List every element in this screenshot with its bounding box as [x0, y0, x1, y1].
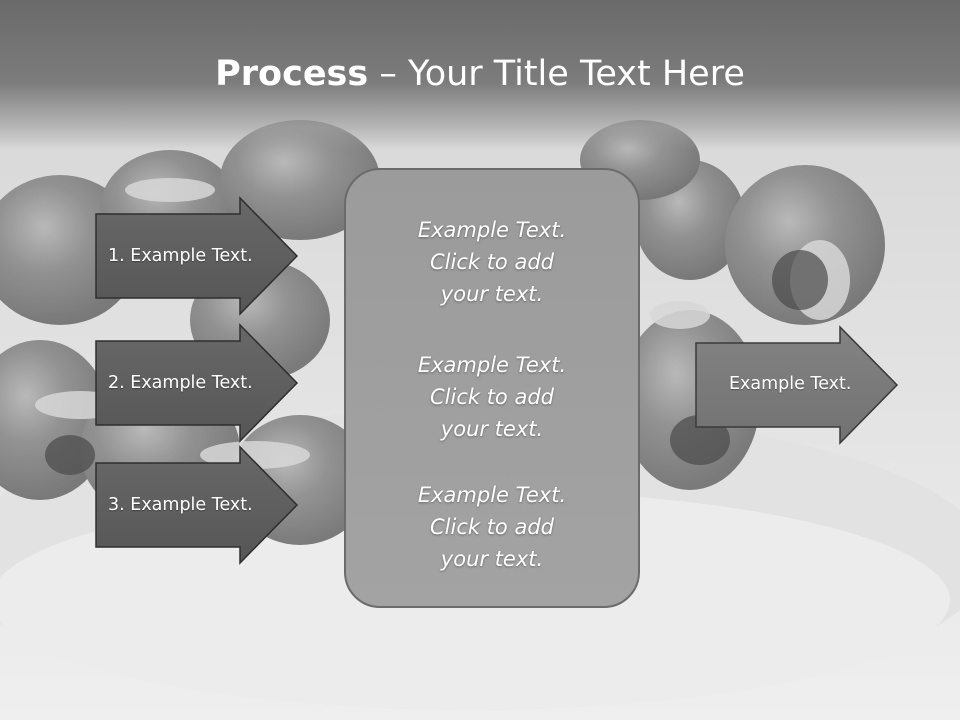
title-rest: – Your Title Text Here	[368, 54, 745, 94]
process-block-line: your text.	[440, 547, 544, 571]
process-block-line: your text.	[440, 282, 544, 306]
input-arrow-3[interactable]	[95, 445, 299, 565]
input-label-2[interactable]: 2. Example Text.	[108, 373, 253, 393]
input-arrow-1[interactable]	[95, 196, 299, 316]
slide-title[interactable]: Process – Your Title Text Here	[0, 52, 960, 96]
title-bold: Process	[215, 54, 369, 94]
process-block-1[interactable]: Example Text. Click to add your text.	[346, 214, 638, 310]
process-block-line: Click to add	[429, 515, 554, 539]
process-block-line: Click to add	[429, 250, 554, 274]
process-block-2[interactable]: Example Text. Click to add your text.	[346, 349, 638, 445]
input-label-3[interactable]: 3. Example Text.	[108, 495, 253, 515]
process-block-line: Example Text.	[417, 353, 567, 377]
process-box[interactable]: Example Text. Click to add your text. Ex…	[344, 168, 640, 608]
process-block-3[interactable]: Example Text. Click to add your text.	[346, 479, 638, 575]
input-label-1[interactable]: 1. Example Text.	[108, 246, 253, 266]
process-block-line: Click to add	[429, 385, 554, 409]
title-band	[0, 0, 960, 150]
process-block-line: Example Text.	[417, 218, 567, 242]
process-block-line: your text.	[440, 417, 544, 441]
input-arrow-2[interactable]	[95, 323, 299, 443]
output-label[interactable]: Example Text.	[729, 374, 852, 394]
output-arrow[interactable]	[695, 325, 899, 445]
process-block-line: Example Text.	[417, 483, 567, 507]
